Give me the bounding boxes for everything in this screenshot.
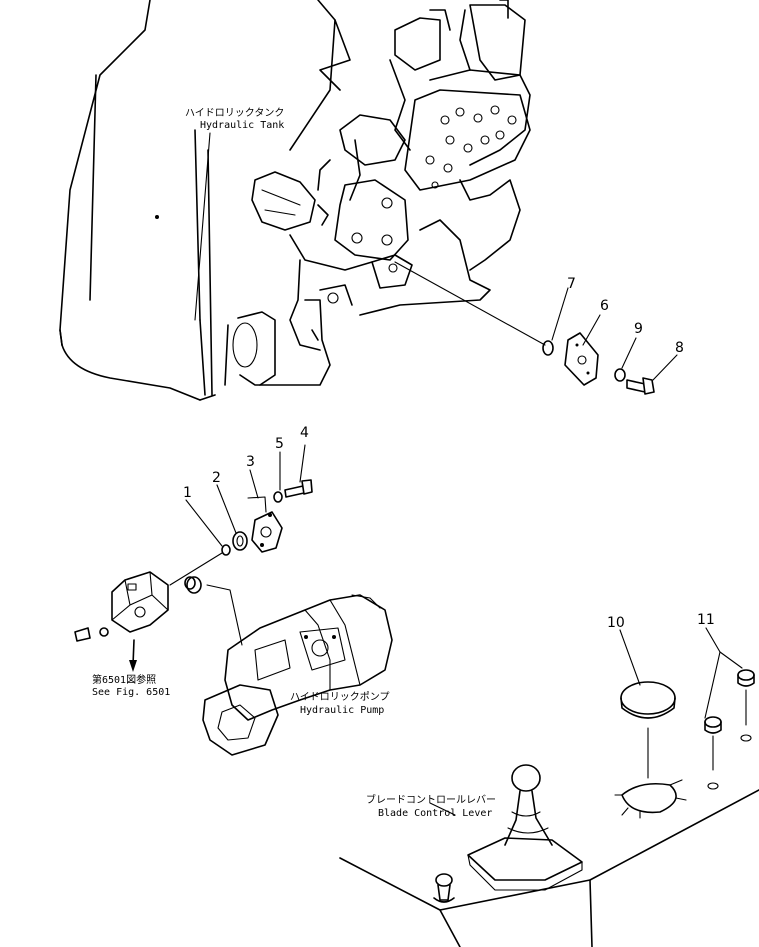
leader-lines [185,132,743,816]
sub-pump [74,552,223,672]
coupling-2 [232,531,248,551]
callout-9: 9 [634,321,643,337]
see-fig-label-jp: 第6501図参照 [92,673,156,686]
callout-4: 4 [300,425,309,441]
bolt-4 [284,479,313,498]
mounting-line [394,261,546,346]
hydraulic-pump-label-en: Hydraulic Pump [300,705,384,716]
washer-9 [614,368,626,382]
callouts: 1 2 3 4 5 6 7 8 9 10 11 [183,276,715,631]
floor-panel [339,789,759,947]
hydraulic-tank [59,0,351,401]
plug-10 [614,681,687,819]
flange-3 [251,511,283,553]
hydraulic-tank-label-en: Hydraulic Tank [200,120,284,131]
labels: ハイドロリックタンク Hydraulic Tank 第6501図参照 See F… [92,107,496,819]
washer-5 [273,491,283,503]
blade-lever-label-jp: ブレードコントロールレバー [366,793,496,806]
callout-7: 7 [567,276,576,292]
callout-3: 3 [246,454,255,470]
o-ring-7 [542,340,554,356]
blade-lever-label-en: Blade Control Lever [378,808,492,819]
callout-5: 5 [275,436,284,452]
cover-plate-6 [564,332,599,386]
bolt-8 [626,377,655,395]
hydraulic-pump-label-jp: ハイドロリックポンプ [290,691,390,703]
control-valve-assembly [224,0,531,386]
hydraulic-tank-label-jp: ハイドロリックタンク [185,107,284,119]
hydraulic-pump [186,576,393,756]
callout-10: 10 [607,615,625,631]
blade-control-lever [433,764,583,903]
callout-1: 1 [183,485,192,501]
o-ring-1 [221,544,231,556]
callout-6: 6 [600,298,609,314]
see-fig-label-en: See Fig. 6501 [92,687,170,698]
cap-11 [704,669,755,790]
callout-8: 8 [675,340,684,356]
callout-11: 11 [697,612,715,628]
callout-2: 2 [212,470,221,486]
